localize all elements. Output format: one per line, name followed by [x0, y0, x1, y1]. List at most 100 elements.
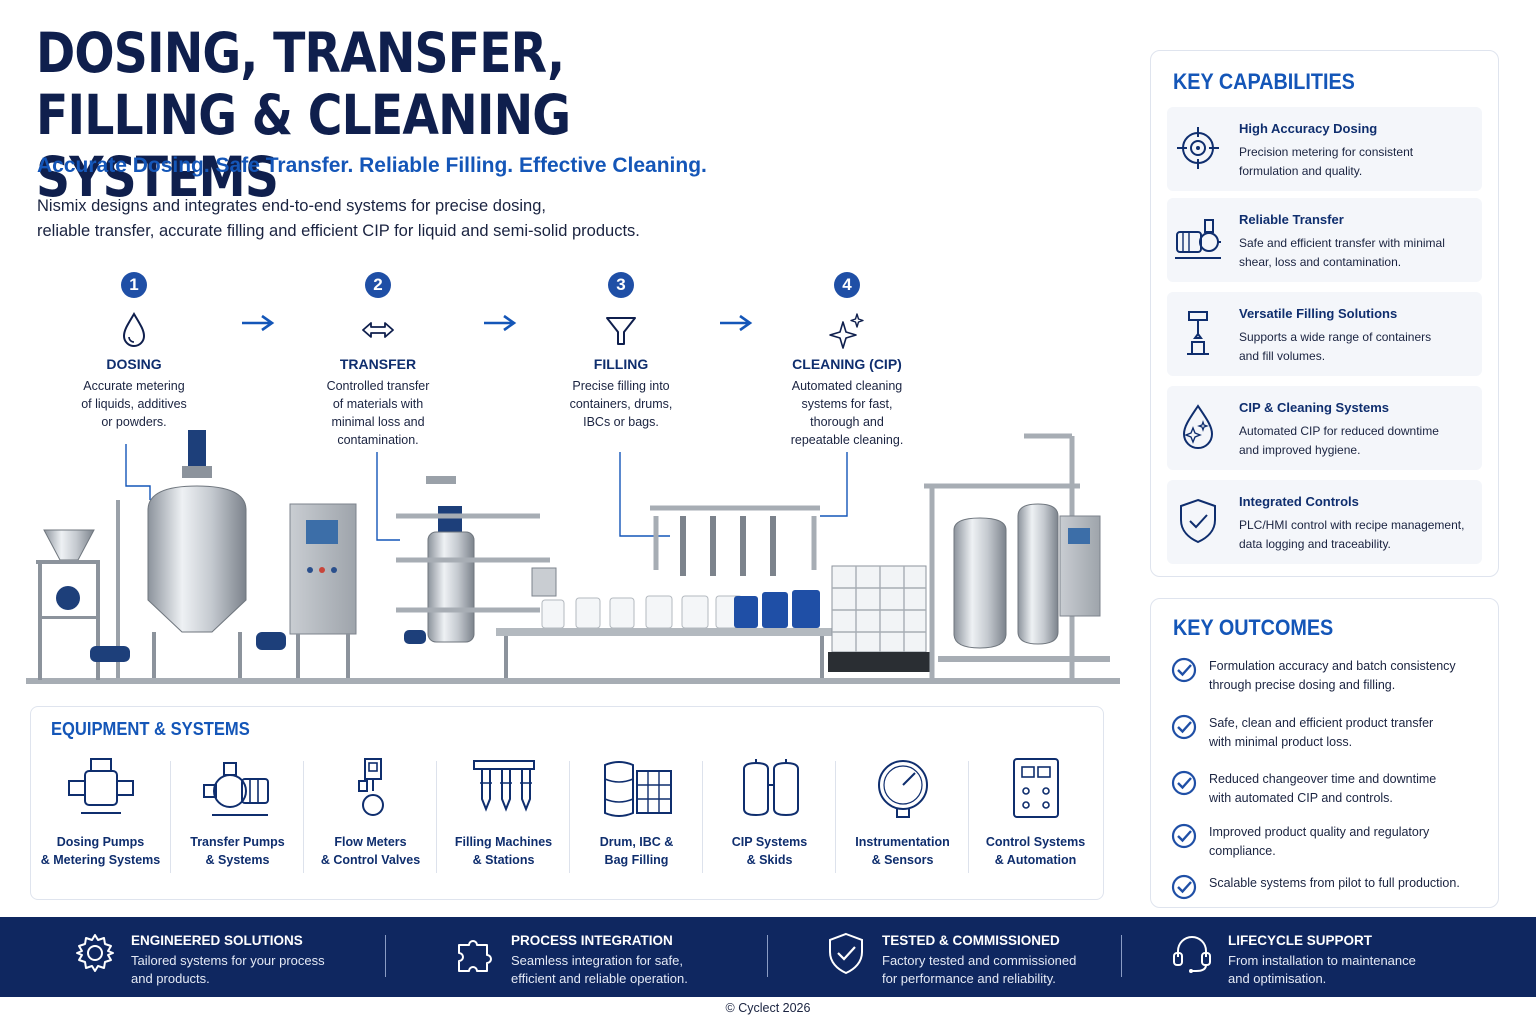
- capability-desc-line: and improved hygiene.: [1239, 443, 1361, 457]
- step-name: DOSING: [106, 356, 162, 372]
- pump-icon: [1173, 214, 1223, 264]
- outcomes-title: KEY OUTCOMES: [1173, 615, 1334, 640]
- sparkle-icon: [829, 310, 865, 350]
- footer-desc-line: From installation to maintenance: [1228, 953, 1416, 968]
- divider: [385, 935, 386, 977]
- equipment-label: Drum, IBC &Bag Filling: [570, 833, 703, 869]
- divider: [835, 761, 836, 873]
- step-description: Controlled transfer of materials with mi…: [293, 377, 463, 449]
- outcome-line: compliance.: [1209, 844, 1276, 858]
- step-number: 3: [608, 272, 634, 298]
- footer-desc-line: and optimisation.: [1228, 971, 1327, 986]
- drum-ibc-icon: [597, 755, 677, 825]
- equipment-label: Filling Machines& Stations: [437, 833, 570, 869]
- check-circle-icon: [1171, 823, 1197, 849]
- capability-desc-line: Automated CIP for reduced downtime: [1239, 424, 1439, 438]
- outcome-line: through precise dosing and filling.: [1209, 678, 1396, 692]
- divider: [170, 761, 171, 873]
- footer-band: ENGINEERED SOLUTIONS Tailored systems fo…: [0, 917, 1536, 997]
- equipment-label-line: & Metering Systems: [40, 853, 161, 867]
- step-description: Precise filling into containers, drums, …: [536, 377, 706, 431]
- equipment-label: Transfer Pumps & Systems: [171, 833, 304, 869]
- equipment-label-line: Transfer Pumps: [190, 835, 285, 849]
- intro-line-1: Nismix designs and integrates end-to-end…: [37, 197, 546, 215]
- key-outcomes-panel: KEY OUTCOMES Formulation accuracy and ba…: [1150, 598, 1499, 908]
- cip-tanks-icon: [730, 755, 810, 825]
- outcome-line: with minimal product loss.: [1209, 735, 1353, 749]
- footer-item-title: PROCESS INTEGRATION: [511, 933, 673, 948]
- title-line-2: FILLING & CLEANING SYSTEMS: [36, 83, 571, 209]
- step-filling: 3 FILLING Precise filling into container…: [536, 272, 706, 431]
- process-plant-illustration: [26, 430, 1120, 684]
- capabilities-title: KEY CAPABILITIES: [1173, 69, 1355, 94]
- callout-line: [376, 452, 400, 541]
- intro-text: Nismix designs and integrates end-to-end…: [37, 194, 677, 244]
- footer-item-title: TESTED & COMMISSIONED: [882, 933, 1060, 948]
- arrow-right-icon: [242, 314, 275, 332]
- dosing-pump-icon: [61, 755, 141, 825]
- tagline: Accurate Dosing. Safe Transfer. Reliable…: [37, 154, 707, 177]
- callout-line: [125, 444, 151, 500]
- capability-item: High Accuracy Dosing Precision metering …: [1167, 107, 1482, 191]
- outcome-text: Reduced changeover time and downtime with…: [1209, 770, 1489, 808]
- capability-description: PLC/HMI control with recipe management,d…: [1239, 516, 1479, 554]
- double-arrow-icon: [360, 310, 396, 350]
- title-line-1: DOSING, TRANSFER,: [36, 21, 565, 85]
- outcome-text: Safe, clean and efficient product transf…: [1209, 714, 1489, 752]
- step-dosing: 1 DOSING Accurate metering of liquids, a…: [49, 272, 219, 431]
- equipment-item[interactable]: Transfer Pumps & Systems: [171, 755, 304, 877]
- shield-check-icon: [1173, 496, 1223, 546]
- footer-desc-line: and products.: [131, 971, 210, 986]
- headset-icon: [1170, 931, 1214, 975]
- equipment-item[interactable]: Filling Machines& Stations: [437, 755, 570, 877]
- equipment-item[interactable]: Dosing Pumps & Metering Systems: [34, 755, 167, 877]
- callout-line: [820, 452, 848, 517]
- divider: [968, 761, 969, 873]
- equipment-item[interactable]: CIP Systems& Skids: [703, 755, 836, 877]
- equipment-label-line: Control Systems: [985, 835, 1086, 849]
- gear-icon: [73, 931, 117, 975]
- footer-desc-line: Tailored systems for your process: [131, 953, 325, 968]
- droplet-icon: [116, 310, 152, 350]
- divider: [436, 761, 437, 873]
- outcome-line: Reduced changeover time and downtime: [1209, 772, 1437, 786]
- divider: [569, 761, 570, 873]
- puzzle-icon: [453, 931, 497, 975]
- equipment-item[interactable]: Control Systems& Automation: [969, 755, 1102, 877]
- outcome-line: with automated CIP and controls.: [1209, 791, 1393, 805]
- page-title: DOSING, TRANSFER, FILLING & CLEANING SYS…: [36, 22, 690, 208]
- check-circle-icon: [1171, 657, 1197, 683]
- step-desc-line: Controlled transfer: [326, 379, 430, 393]
- equipment-systems-panel: EQUIPMENT & SYSTEMS Dosing Pumps& Meteri…: [30, 706, 1104, 900]
- equipment-item[interactable]: Drum, IBC &Bag Filling: [570, 755, 703, 877]
- capability-description: Safe and efficient transfer with minimal…: [1239, 234, 1479, 272]
- step-desc-line: containers, drums,: [569, 397, 673, 411]
- capability-desc-line: shear, loss and contamination.: [1239, 255, 1402, 269]
- equipment-label-line: & Stations: [472, 853, 535, 867]
- equipment-label-line: & Skids: [746, 853, 793, 867]
- equipment-label-line: Dosing Pumps: [56, 835, 145, 849]
- step-transfer: 2 TRANSFER Controlled transfer of materi…: [293, 272, 463, 449]
- footer-item: ENGINEERED SOLUTIONS Tailored systems fo…: [73, 917, 373, 997]
- equipment-item[interactable]: Flow Meters& Control Valves: [304, 755, 437, 877]
- filler-icon: [1173, 308, 1223, 358]
- equipment-label-line: & Systems: [205, 853, 270, 867]
- equipment-item[interactable]: Instrumentation& Sensors: [836, 755, 969, 877]
- step-desc-line: repeatable cleaning.: [790, 433, 904, 447]
- step-desc-line: systems for fast,: [801, 397, 893, 411]
- footer-desc-line: Seamless integration for safe,: [511, 953, 683, 968]
- outcome-text: Scalable systems from pilot to full prod…: [1209, 874, 1489, 893]
- divider: [702, 761, 703, 873]
- capability-name: Integrated Controls: [1239, 494, 1359, 509]
- footer-item-description: Seamless integration for safe,efficient …: [511, 952, 741, 988]
- copyright: © Cyclect 2026: [725, 1001, 811, 1015]
- capability-name: Versatile Filling Solutions: [1239, 306, 1398, 321]
- equipment-label-line: Bag Filling: [604, 853, 669, 867]
- footer-item-title: LIFECYCLE SUPPORT: [1228, 933, 1373, 948]
- step-number: 4: [834, 272, 860, 298]
- capability-item: Reliable Transfer Safe and efficient tra…: [1167, 198, 1482, 282]
- footer-item: LIFECYCLE SUPPORT From installation to m…: [1170, 917, 1470, 997]
- step-desc-line: or powders.: [101, 415, 167, 429]
- funnel-icon: [603, 310, 639, 350]
